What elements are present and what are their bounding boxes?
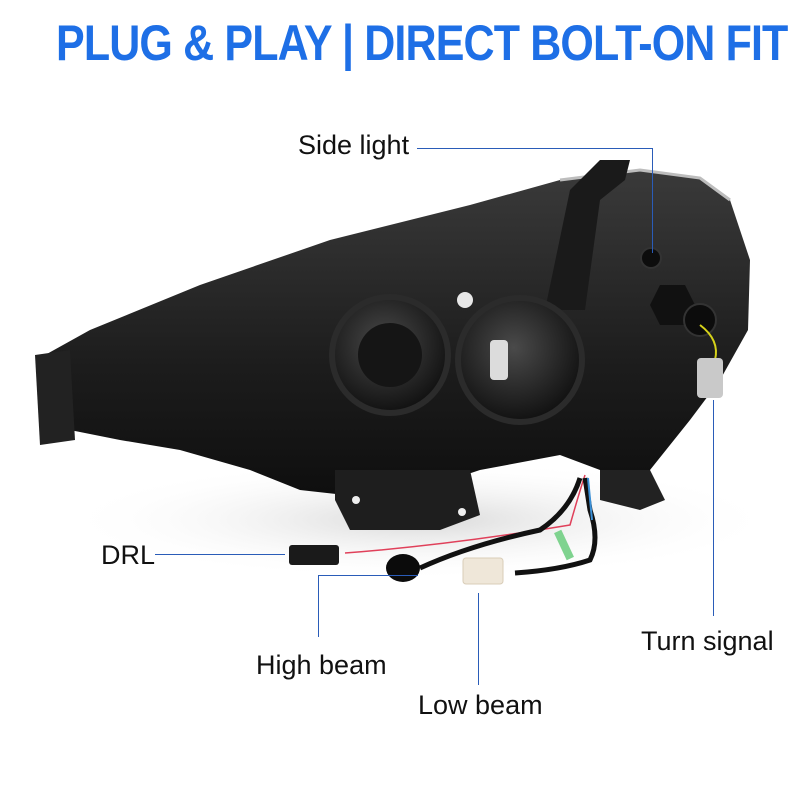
leader-line-high-beam-h [318,575,418,576]
callout-label-turn-signal: Turn signal [641,626,774,656]
page-title: PLUG & PLAY | DIRECT BOLT-ON FIT [56,15,788,71]
leader-line-side-light-v [652,148,653,253]
leader-line-drl [155,554,285,555]
callout-label-low-beam: Low beam [418,690,543,720]
leader-line-high-beam-v [318,575,319,637]
callout-label-side-light: Side light [298,130,410,160]
callout-label-high-beam: High beam [256,650,387,680]
leader-line-turn-signal [713,400,714,616]
callout-label-drl: DRL [101,540,156,570]
leader-line-low-beam [478,593,479,685]
leader-line-side-light-h [417,148,653,149]
